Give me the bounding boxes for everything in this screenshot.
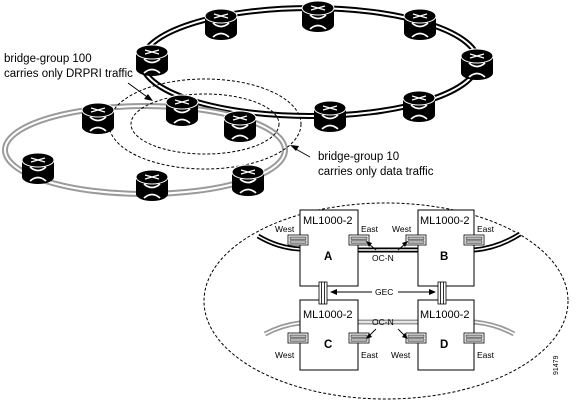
ethernet-port-icon [287,234,309,246]
router-icon [135,169,169,202]
router-icon [402,90,436,123]
card-c: ML1000-2 C West East [275,299,379,371]
figure-id: 91479 [553,355,560,375]
card-west-label: West [392,224,412,234]
router-icon [231,164,265,197]
ethernet-port-icon [287,332,309,344]
oc-n-top-arrows [366,241,408,251]
card-east-label: East [477,350,495,360]
card-a: ML1000-2 A West East [275,209,379,287]
card-east-label: East [477,224,495,234]
router-icon [460,48,494,81]
router-icon [21,152,55,185]
router-icon [165,94,199,127]
router-icon [204,8,238,41]
card-node-label: A [324,251,332,263]
card-model-label: ML1000-2 [303,309,353,321]
router-icon [313,100,347,133]
detail-ellipse [203,202,569,400]
gec-connector-right [437,281,447,305]
card-node-label: C [324,339,332,351]
ethernet-port-icon [405,332,427,344]
oc-n-top-label: OC-N [372,253,394,263]
ethernet-port-icon [405,234,427,246]
card-west-label: West [275,224,295,234]
ethernet-port-icon [463,332,485,344]
bridge-group-10-arrow [290,145,311,158]
card-model-label: ML1000-2 [420,215,470,227]
bridge-group-100-ellipse [108,78,302,170]
oc-n-bottom-label: OC-N [372,317,394,327]
card-west-label: West [391,350,411,360]
card-west-label: West [275,350,295,360]
bridge-group-100-label: bridge-group 100 [4,53,92,65]
gec-arrow [330,289,436,295]
gec-connector-left [318,281,328,305]
oc-n-bottom-arrows [366,328,408,339]
router-icon [223,110,257,143]
router-icon [81,102,115,135]
bridge-group-10-ellipse [130,93,280,155]
router-icon [135,44,169,77]
ethernet-port-icon [463,234,485,246]
card-model-label: ML1000-2 [420,309,470,321]
card-east-label: East [361,224,379,234]
card-d: ML1000-2 D West East [391,299,495,371]
card-node-label: B [440,251,448,263]
router-icon [301,0,335,33]
bridge-group-10-desc: carries only data traffic [318,166,434,178]
card-east-label: East [361,350,379,360]
ethernet-port-icon [348,332,370,344]
black-ring-segment [256,231,522,253]
gray-ring-segment [263,319,516,337]
card-model-label: ML1000-2 [303,215,353,227]
bridge-group-10-label: bridge-group 10 [318,151,399,163]
card-b: ML1000-2 B West East [392,209,495,287]
bridge-group-100-desc: carries only DRPRI traffic [4,68,133,80]
gec-label: GEC [375,287,393,297]
router-icon [403,8,437,41]
card-node-label: D [440,339,448,351]
bridge-group-100-arrow [127,82,153,101]
ethernet-port-icon [348,234,370,246]
